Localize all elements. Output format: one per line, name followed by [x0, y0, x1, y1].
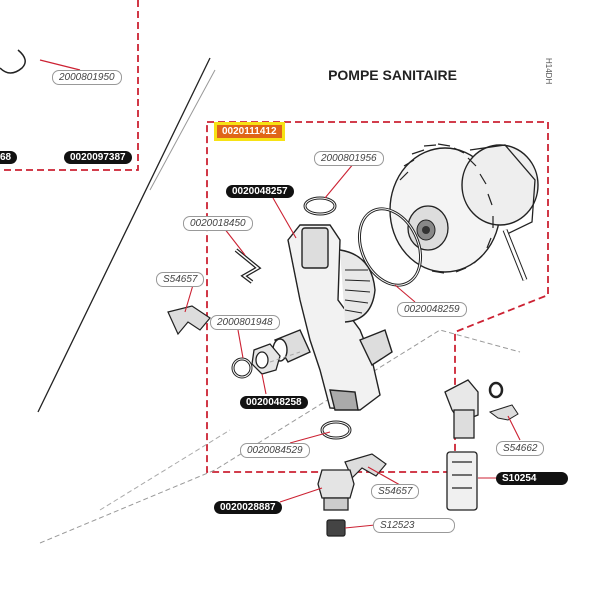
clip-s54662-icon: [488, 404, 519, 421]
side-reference: H14DH: [544, 58, 553, 85]
left-group-boundary: [0, 0, 139, 171]
label-nut: 0020028887: [214, 501, 282, 514]
label-sleeve: S10254: [496, 472, 568, 485]
label-clip2: S54657: [156, 272, 205, 287]
label-fitting: 0020048258: [240, 396, 308, 409]
diagonal-line: [37, 57, 211, 413]
label-body: 0020048257: [226, 185, 294, 198]
diagonal-thin-line: [149, 69, 216, 191]
filter-icon: [326, 519, 346, 537]
fitting-icon: [251, 343, 281, 375]
label-filter: S12523: [373, 518, 455, 533]
label-oring-small: 2000801948: [210, 315, 280, 330]
label-left-cut: 68: [0, 151, 18, 164]
hose-icon: [0, 49, 26, 74]
label-gasket: 0020048259: [397, 302, 467, 317]
label-clip1: 0020018450: [183, 216, 253, 231]
label-oring-top: 2000801956: [314, 151, 384, 166]
pump-body-icon: [272, 224, 393, 411]
sleeve-icon: [446, 451, 478, 511]
label-group: 0020111412: [217, 125, 282, 138]
pump-motor-icon: [389, 143, 539, 281]
label-clip4: S54657: [371, 484, 420, 499]
clip-s54657-icon: [167, 305, 211, 336]
label-top-ref: 2000801950: [52, 70, 122, 85]
valve-cartridge-icon: [444, 379, 504, 439]
leader-lines: [184, 162, 521, 529]
diagram-title: POMPE SANITAIRE: [328, 67, 457, 83]
label-clip3: S54662: [496, 441, 545, 456]
nut-icon: [317, 469, 355, 511]
label-oring-bottom: 0020084529: [240, 443, 310, 458]
main-group-boundary: [206, 121, 549, 473]
label-left-ref: 0020097387: [64, 151, 132, 164]
